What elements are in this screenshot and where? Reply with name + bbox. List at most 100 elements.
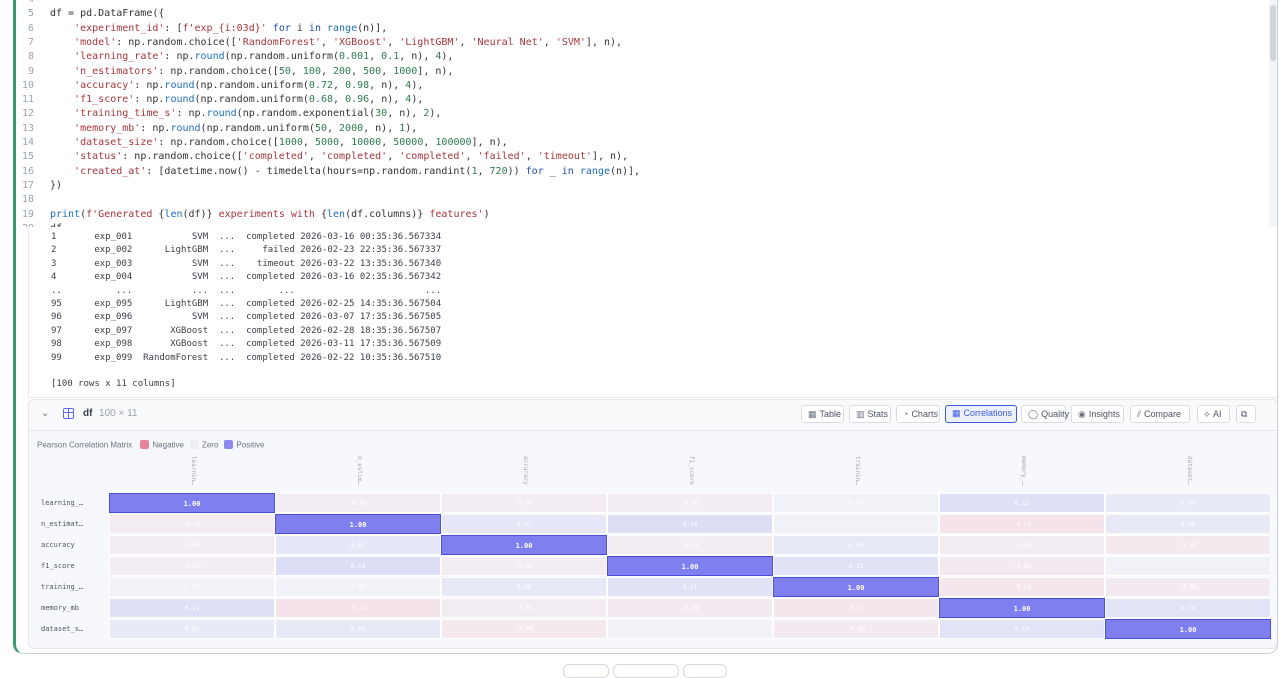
code-line: 8 'learning_rate': np.round(np.random.un… bbox=[16, 50, 1256, 64]
toolbar-compare-button[interactable]: ⫽Compare bbox=[1130, 405, 1190, 423]
chevron-down-icon[interactable]: ⌄ bbox=[41, 408, 50, 419]
line-number: 13 bbox=[21, 122, 34, 134]
heatmap-cell[interactable]: 0.10 bbox=[939, 619, 1105, 639]
heatmap-cell[interactable]: 1.00 bbox=[441, 535, 607, 555]
dataframe-header: ⌄ df 100 × 11 ▦Table▥Stats◔Charts▦Correl… bbox=[29, 400, 1277, 431]
heatmap-cell[interactable]: 0.11 bbox=[607, 577, 773, 597]
heatmap-cell[interactable]: -0.05 bbox=[939, 535, 1105, 555]
heatmap-column-header: dataset… bbox=[1186, 456, 1193, 485]
heatmap-cell[interactable]: 0.00 bbox=[773, 493, 939, 513]
heatmap-cell[interactable]: -0.05 bbox=[275, 493, 441, 513]
output-line: 4 exp_004 SVM ... completed 2026-03-16 0… bbox=[51, 272, 442, 283]
copy-icon[interactable]: ⧉ bbox=[1236, 405, 1256, 423]
heatmap-cell[interactable]: -0.06 bbox=[773, 619, 939, 639]
heatmap-cell[interactable]: -0.03 bbox=[441, 556, 607, 576]
toolbar-stats-button[interactable]: ▥Stats bbox=[849, 405, 891, 423]
heatmap-cell[interactable]: -0.08 bbox=[441, 619, 607, 639]
heatmap-cell[interactable]: 0.06 bbox=[1105, 514, 1271, 534]
heatmap-cell[interactable]: -0.05 bbox=[109, 514, 275, 534]
heatmap-cell[interactable]: -0.14 bbox=[275, 598, 441, 618]
heatmap-cell[interactable]: 0.05 bbox=[1105, 493, 1271, 513]
heatmap-cell[interactable]: 0.14 bbox=[607, 514, 773, 534]
heatmap-cell[interactable]: 1.00 bbox=[607, 556, 773, 576]
output-line: 99 exp_099 RandomForest ... completed 20… bbox=[51, 352, 442, 363]
output-line: [100 rows x 11 columns] bbox=[51, 379, 176, 390]
heatmap-cell[interactable]: -0.03 bbox=[607, 535, 773, 555]
heatmap-cell[interactable]: 0.11 bbox=[109, 598, 275, 618]
heatmap-cell[interactable]: 1.00 bbox=[939, 598, 1105, 618]
toolbar-insights-button[interactable]: ◉Insights bbox=[1071, 405, 1124, 423]
cell-action-button[interactable] bbox=[563, 664, 609, 678]
heatmap-cell[interactable]: 0.06 bbox=[441, 577, 607, 597]
heatmap-cell[interactable]: -0.11 bbox=[773, 598, 939, 618]
heatmap-cell[interactable]: 0.12 bbox=[939, 493, 1105, 513]
heatmap-cell[interactable]: -0.06 bbox=[607, 598, 773, 618]
code-line: 14 'dataset_size': np.random.choice([100… bbox=[16, 136, 1256, 150]
heatmap-cell[interactable]: 0.14 bbox=[275, 556, 441, 576]
code-text: df = pd.DataFrame({ bbox=[50, 8, 165, 20]
output-line: 96 exp_096 SVM ... completed 2026-03-07 … bbox=[51, 312, 442, 323]
toolbar-button-label: Stats bbox=[867, 409, 889, 419]
line-number: 9 bbox=[27, 65, 34, 77]
heatmap-row-label: training_… bbox=[41, 583, 84, 591]
toolbar-charts-button[interactable]: ◔Charts bbox=[896, 405, 940, 423]
heatmap-cell[interactable]: 0.11 bbox=[773, 556, 939, 576]
heatmap-cell[interactable]: 0.06 bbox=[275, 619, 441, 639]
heatmap-cell[interactable]: -0.04 bbox=[441, 493, 607, 513]
heatmap-row-label: f1_score bbox=[41, 562, 75, 570]
heatmap-cell[interactable] bbox=[1105, 556, 1271, 576]
toolbar-table-button[interactable]: ▦Table bbox=[801, 405, 844, 423]
heatmap-cell[interactable]: 0.06 bbox=[773, 535, 939, 555]
code-scrollbar[interactable] bbox=[1269, 0, 1277, 227]
heatmap-cell[interactable]: -0.11 bbox=[939, 577, 1105, 597]
code-line: 12 'training_time_s': np.round(np.random… bbox=[16, 107, 1256, 121]
compare-icon: ⫽ bbox=[1137, 409, 1142, 419]
heatmap-cell[interactable]: 1.00 bbox=[109, 493, 275, 513]
heatmap-cell[interactable]: 0.01 bbox=[109, 577, 275, 597]
output-line: 1 exp_001 SVM ... completed 2026-03-16 0… bbox=[51, 232, 442, 242]
heatmap-cell[interactable]: 0.07 bbox=[441, 514, 607, 534]
heatmap-column-header: trainin… bbox=[854, 456, 861, 485]
toolbar-quality-button[interactable]: ◯Quality bbox=[1021, 405, 1069, 423]
heatmap-cell[interactable]: -0.05 bbox=[441, 598, 607, 618]
code-text: 'n_estimators': np.random.choice([50, 10… bbox=[74, 65, 454, 77]
heatmap-cell[interactable]: 0.00 bbox=[275, 577, 441, 597]
heatmap-row-label: n_estimat… bbox=[41, 520, 84, 528]
heatmap-cell[interactable] bbox=[773, 514, 939, 534]
code-line: 5 df = pd.DataFrame({ bbox=[16, 7, 1256, 21]
code-text: 'experiment_id': [f'exp_{i:03d}' for i i… bbox=[74, 22, 388, 34]
heatmap-cell[interactable]: -0.06 bbox=[939, 556, 1105, 576]
cell-action-button[interactable] bbox=[683, 664, 727, 678]
line-number: 6 bbox=[27, 22, 34, 34]
code-line: 11 'f1_score': np.round(np.random.unifor… bbox=[16, 93, 1256, 107]
toolbar-ai-button[interactable]: ⟡AI bbox=[1197, 405, 1230, 423]
heatmap-cell[interactable]: 1.00 bbox=[1105, 619, 1271, 639]
heatmap-cell[interactable]: 0.05 bbox=[109, 619, 275, 639]
code-scrollbar-thumb[interactable] bbox=[1270, 5, 1276, 61]
cell-action-button[interactable] bbox=[613, 664, 679, 678]
cell-output: 1 exp_001 SVM ... completed 2026-03-16 0… bbox=[28, 227, 1277, 398]
line-number: 8 bbox=[27, 51, 34, 63]
legend-label: Zero bbox=[201, 440, 219, 450]
toolbar-correlations-button[interactable]: ▦Correlations bbox=[945, 405, 1017, 423]
heatmap-cell[interactable]: 0.10 bbox=[1105, 598, 1271, 618]
heatmap-cell[interactable]: -0.14 bbox=[939, 514, 1105, 534]
line-number: 5 bbox=[27, 8, 34, 20]
heatmap-cell[interactable]: 1.00 bbox=[773, 577, 939, 597]
heatmap-cell[interactable]: -0.06 bbox=[1105, 577, 1271, 597]
output-line: 2 exp_002 LightGBM ... failed 2026-02-23… bbox=[51, 245, 442, 256]
heatmap-cell[interactable]: -0.03 bbox=[607, 493, 773, 513]
heatmap-cell[interactable]: -0.08 bbox=[1105, 535, 1271, 555]
code-text: 'learning_rate': np.round(np.random.unif… bbox=[74, 51, 454, 63]
heatmap-cell[interactable]: 1.00 bbox=[275, 514, 441, 534]
code-text: 'model': np.random.choice(['RandomForest… bbox=[74, 36, 623, 48]
heatmap-cell[interactable]: 0.04 bbox=[109, 535, 275, 555]
heatmap-cell[interactable]: 0.07 bbox=[275, 535, 441, 555]
code-editor[interactable]: 45df = pd.DataFrame({6 'experiment_id': … bbox=[16, 0, 1277, 227]
heatmap-cell[interactable] bbox=[607, 619, 773, 639]
table-icon: ▦ bbox=[808, 409, 817, 419]
heatmap-cell[interactable]: -0.03 bbox=[109, 556, 275, 576]
stats-icon: ▥ bbox=[856, 409, 865, 419]
line-number: 11 bbox=[21, 94, 34, 106]
